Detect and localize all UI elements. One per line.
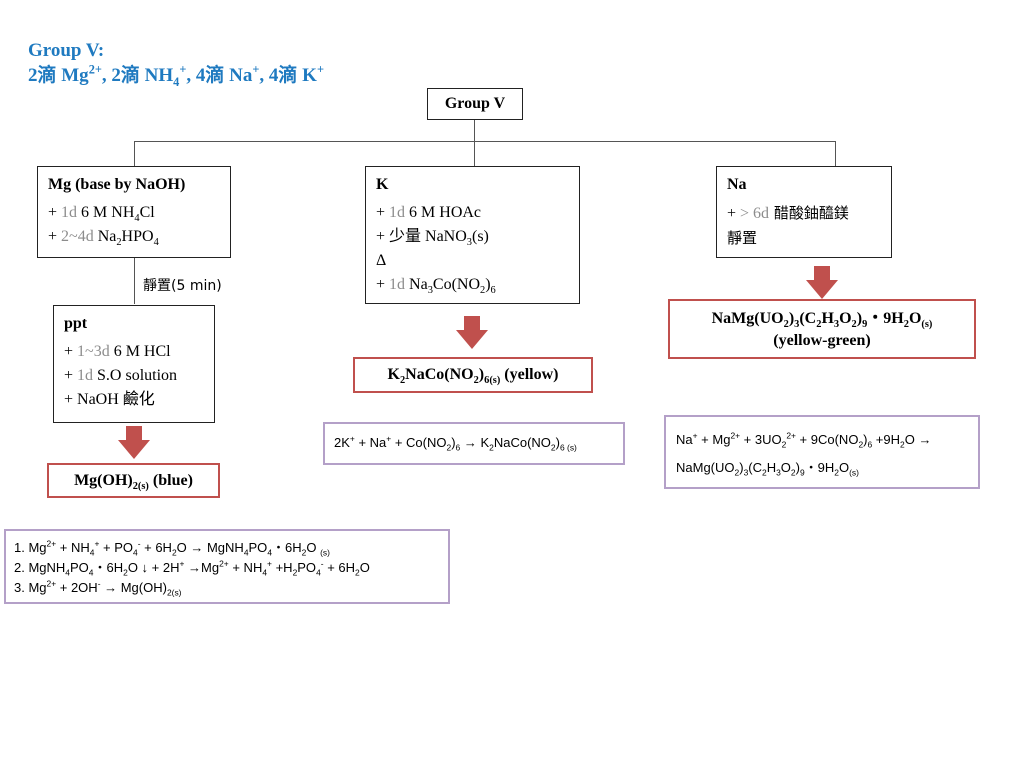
mg-step2: + 2~4d Na2HPO4 xyxy=(48,228,159,249)
arrow-down-icon xyxy=(806,266,838,299)
title-line2: 2滴 Mg2+, 2滴 NH4+, 4滴 Na+, 4滴 K+ xyxy=(28,62,324,89)
k-box: K + 1d 6 M HOAc + 少量 NaNO3(s) Δ + 1d Na3… xyxy=(365,166,580,304)
arrow-down-icon xyxy=(118,426,150,459)
k-result-box: K2NaCo(NO2)6(s) (yellow) xyxy=(353,357,593,393)
connector-horizontal xyxy=(134,141,836,142)
connector-root-down xyxy=(474,120,475,142)
na-box: Na + > 6d 醋酸鈾醯鎂 靜置 xyxy=(716,166,892,258)
ppt-header: ppt xyxy=(64,315,88,332)
mg-result-box: Mg(OH)2(s) (blue) xyxy=(47,463,220,498)
arrow-down-icon xyxy=(456,316,488,349)
na-result-box: NaMg(UO2)3(C2H3O2)9・9H2O(s) (yellow-gree… xyxy=(668,299,976,359)
na-step1: + > 6d 醋酸鈾醯鎂 xyxy=(727,204,849,222)
connector-mg-ppt xyxy=(134,258,135,304)
na-step2: 靜置 xyxy=(727,229,758,247)
mg-header: Mg (base by NaOH) xyxy=(48,176,186,193)
k-equation-box: 2K+ + Na+ + Co(NO2)6 → K2NaCo(NO2)6 (s) xyxy=(323,422,625,465)
na-result-line1: NaMg(UO2)3(C2H3O2)9・9H2O(s) xyxy=(711,310,933,331)
mg-eq3: 3. Mg2+ + 2OH- → Mg(OH)2(s) xyxy=(14,578,182,598)
mg-rest-label: 靜置(5 min) xyxy=(143,278,222,294)
mg-step1: + 1d 6 M NH4Cl xyxy=(48,204,155,225)
k-step2: + 少量 NaNO3(s) xyxy=(376,228,489,249)
k-step3: Δ xyxy=(376,252,387,269)
na-header: Na xyxy=(727,176,747,193)
connector-mg xyxy=(134,141,135,166)
ppt-step3: + NaOH 鹼化 xyxy=(64,391,155,408)
mg-eq2: 2. MgNH4PO4・6H2O ↓ + 2H+ →Mg2+ + NH4+ +H… xyxy=(14,558,370,578)
mg-eq1: 1. Mg2+ + NH4+ + PO4- + 6H2O → MgNH4PO4・… xyxy=(14,538,330,558)
ppt-step1: + 1~3d 6 M HCl xyxy=(64,343,171,360)
ppt-step2: + 1d S.O solution xyxy=(64,367,178,384)
page-title: Group V: 2滴 Mg2+, 2滴 NH4+, 4滴 Na+, 4滴 K+ xyxy=(28,38,324,88)
group-v-root-box: Group V xyxy=(427,88,523,120)
connector-na xyxy=(835,141,836,166)
k-header: K xyxy=(376,176,389,193)
title-line1: Group V: xyxy=(28,40,105,61)
na-equation-box: Na+ + Mg2+ + 3UO22+ + 9Co(NO2)6 +9H2O → … xyxy=(664,415,980,489)
k-step4: + 1d Na3Co(NO2)6 xyxy=(376,276,496,297)
k-step1: + 1d 6 M HOAc xyxy=(376,204,482,221)
na-result-line2: (yellow-green) xyxy=(773,332,871,349)
mg-equations-box: 1. Mg2+ + NH4+ + PO4- + 6H2O → MgNH4PO4・… xyxy=(4,529,450,604)
ppt-box: ppt + 1~3d 6 M HCl + 1d S.O solution + N… xyxy=(53,305,215,423)
mg-box: Mg (base by NaOH) + 1d 6 M NH4Cl + 2~4d … xyxy=(37,166,231,258)
na-eq-line1: Na+ + Mg2+ + 3UO22+ + 9Co(NO2)6 +9H2O → xyxy=(676,430,932,450)
root-label: Group V xyxy=(444,95,506,112)
na-eq-line2: NaMg(UO2)3(C2H3O2)9・9H2O(s) xyxy=(676,460,859,478)
connector-k xyxy=(474,141,475,166)
